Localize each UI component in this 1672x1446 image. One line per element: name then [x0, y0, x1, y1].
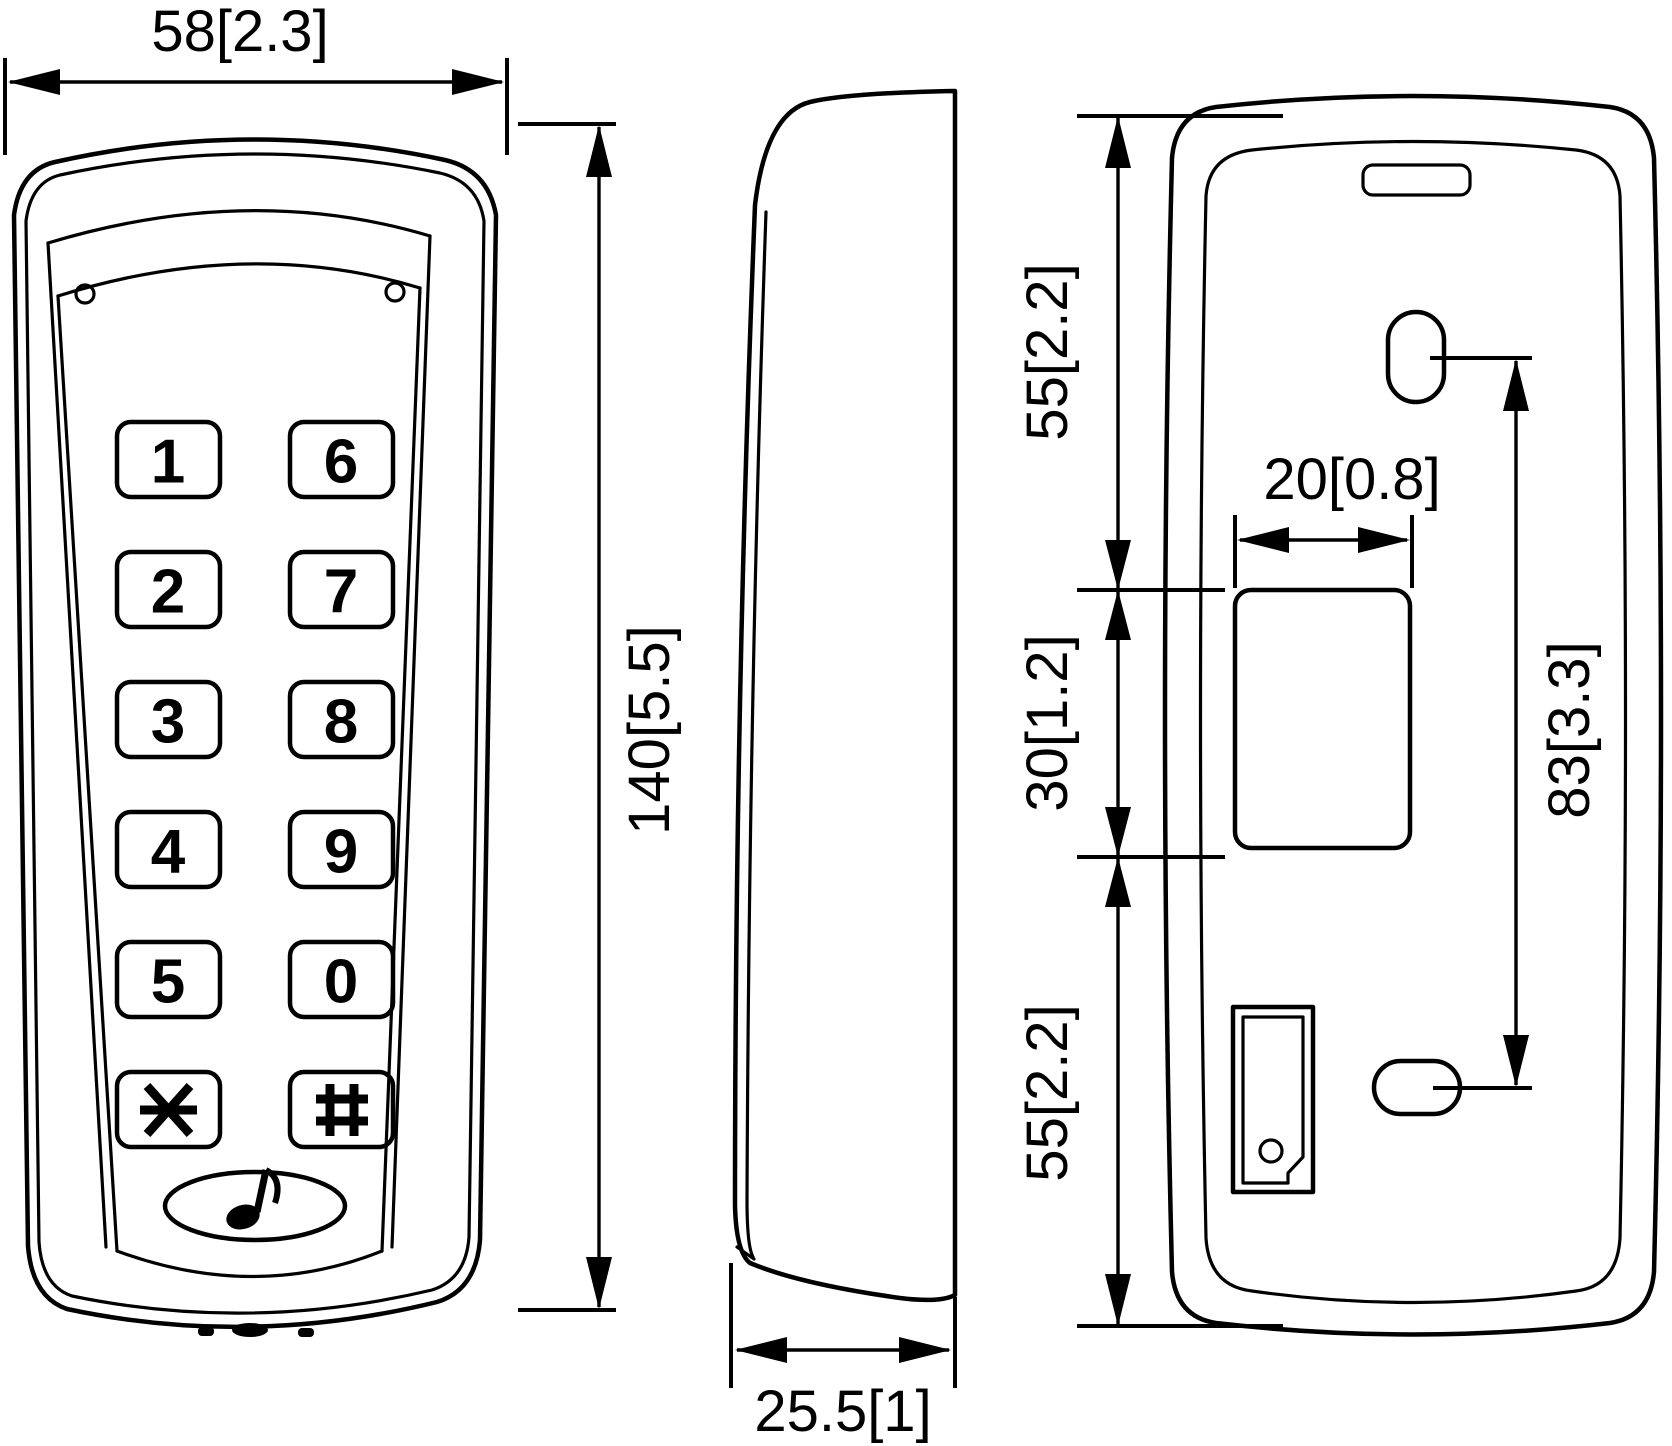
- key-4-label: 4: [151, 817, 186, 886]
- front-top-arc-lower: [56, 262, 422, 298]
- side-depth-label: 25.5[1]: [754, 1379, 931, 1444]
- key-2-label: 2: [151, 557, 185, 626]
- cable-dim-arrow-right: [1358, 527, 1410, 553]
- cable-opening: [1232, 587, 1413, 851]
- tamper-switch-cutout: [1230, 1004, 1316, 1195]
- side-depth-dimension: 25.5[1]: [729, 1263, 957, 1444]
- front-left-seam-inner: [56, 294, 119, 1253]
- mounting-hole-spacing-dimension: 83[3.3]: [1430, 356, 1602, 1090]
- back-vertical-dimension-chain: 55[2.2] 30[1.2] 55[2.2]: [1015, 114, 1283, 1328]
- music-note-icon: [226, 1167, 281, 1230]
- key-7-label: 7: [324, 557, 358, 626]
- front-bottom-slot-right: [298, 1328, 314, 1337]
- back-outer-body: [1162, 93, 1664, 1337]
- back-dim-arrow-c1-up: [1105, 540, 1131, 590]
- front-view: 1 6 2 7 3 8 4 9 5 0: [11, 137, 499, 1337]
- keypad: 1 6 2 7 3 8 4 9 5 0: [114, 419, 396, 1150]
- key-0-label: 0: [324, 947, 358, 1016]
- front-height-label: 140[5.5]: [617, 625, 682, 835]
- side-view: [732, 88, 958, 1303]
- key-4: [114, 809, 223, 890]
- front-right-seam-outer: [390, 234, 432, 1249]
- mounting-hole-spacing-label: 83[3.3]: [1537, 641, 1602, 818]
- key-7: [287, 549, 396, 630]
- front-panel-bottom-arc: [115, 1249, 384, 1279]
- key-9-label: 9: [324, 817, 358, 886]
- back-top-slot: [1361, 163, 1472, 197]
- asterisk-key-glyph: [140, 1082, 197, 1138]
- front-bottom-slot-center: [232, 1323, 268, 1337]
- side-seam-line: [745, 210, 768, 1259]
- front-height-dimension: 140[5.5]: [518, 122, 682, 1312]
- back-dim-arrow-c1-down: [1105, 590, 1131, 640]
- key-0: [287, 939, 396, 1020]
- front-bottom-slot-left: [198, 1327, 214, 1336]
- back-middle-section-label: 30[1.2]: [1015, 634, 1080, 811]
- key-5-label: 5: [151, 947, 185, 1016]
- hole-spacing-arrow-bottom: [1503, 1035, 1529, 1087]
- key-5: [114, 939, 223, 1020]
- back-lower-section-label: 55[2.2]: [1015, 1004, 1080, 1181]
- front-top-arc-upper: [46, 209, 432, 245]
- front-width-dimension: 58[2.3]: [3, 0, 509, 155]
- width-dim-arrow-left: [8, 69, 60, 95]
- front-width-label: 58[2.3]: [151, 0, 328, 64]
- key-hash: [287, 1069, 396, 1150]
- height-dim-arrow-bottom: [586, 1257, 612, 1309]
- key-1: [114, 419, 223, 500]
- key-3: [114, 679, 223, 760]
- cable-opening-width-dimension: 20[0.8]: [1233, 447, 1441, 588]
- cable-dim-arrow-left: [1237, 527, 1289, 553]
- back-dim-arrow-c2-up: [1105, 807, 1131, 857]
- side-profile: [732, 88, 958, 1303]
- back-upper-section-label: 55[2.2]: [1015, 263, 1080, 440]
- front-right-seam-inner: [380, 286, 422, 1253]
- key-3-label: 3: [151, 687, 185, 756]
- side-bottom-hook: [735, 1245, 756, 1261]
- key-6-label: 6: [324, 427, 358, 496]
- key-2: [114, 549, 223, 630]
- back-dim-arrow-c2-down: [1105, 857, 1131, 907]
- front-left-seam-outer: [46, 241, 108, 1249]
- depth-dim-arrow-right: [899, 1337, 951, 1363]
- front-right-screw-hole: [384, 281, 406, 303]
- depth-dim-arrow-left: [735, 1337, 787, 1363]
- key-8-label: 8: [324, 687, 358, 756]
- front-inner-bezel: [24, 152, 486, 1315]
- key-6: [287, 419, 396, 500]
- back-inner-edge: [1198, 139, 1628, 1305]
- key-1-label: 1: [151, 427, 185, 496]
- front-left-screw-hole: [74, 283, 96, 305]
- back-dim-arrow-bottom: [1105, 1274, 1131, 1326]
- key-9: [287, 809, 396, 890]
- buzzer-oval: [162, 1169, 348, 1243]
- key-star: [114, 1069, 223, 1150]
- width-dim-arrow-right: [452, 69, 504, 95]
- cable-opening-width-label: 20[0.8]: [1263, 447, 1440, 512]
- back-dim-arrow-top: [1105, 116, 1131, 168]
- height-dim-arrow-top: [586, 125, 612, 177]
- front-outer-body: [11, 137, 499, 1330]
- hash-key-glyph: [316, 1084, 368, 1136]
- key-8: [287, 679, 396, 760]
- hole-spacing-arrow-top: [1503, 359, 1529, 411]
